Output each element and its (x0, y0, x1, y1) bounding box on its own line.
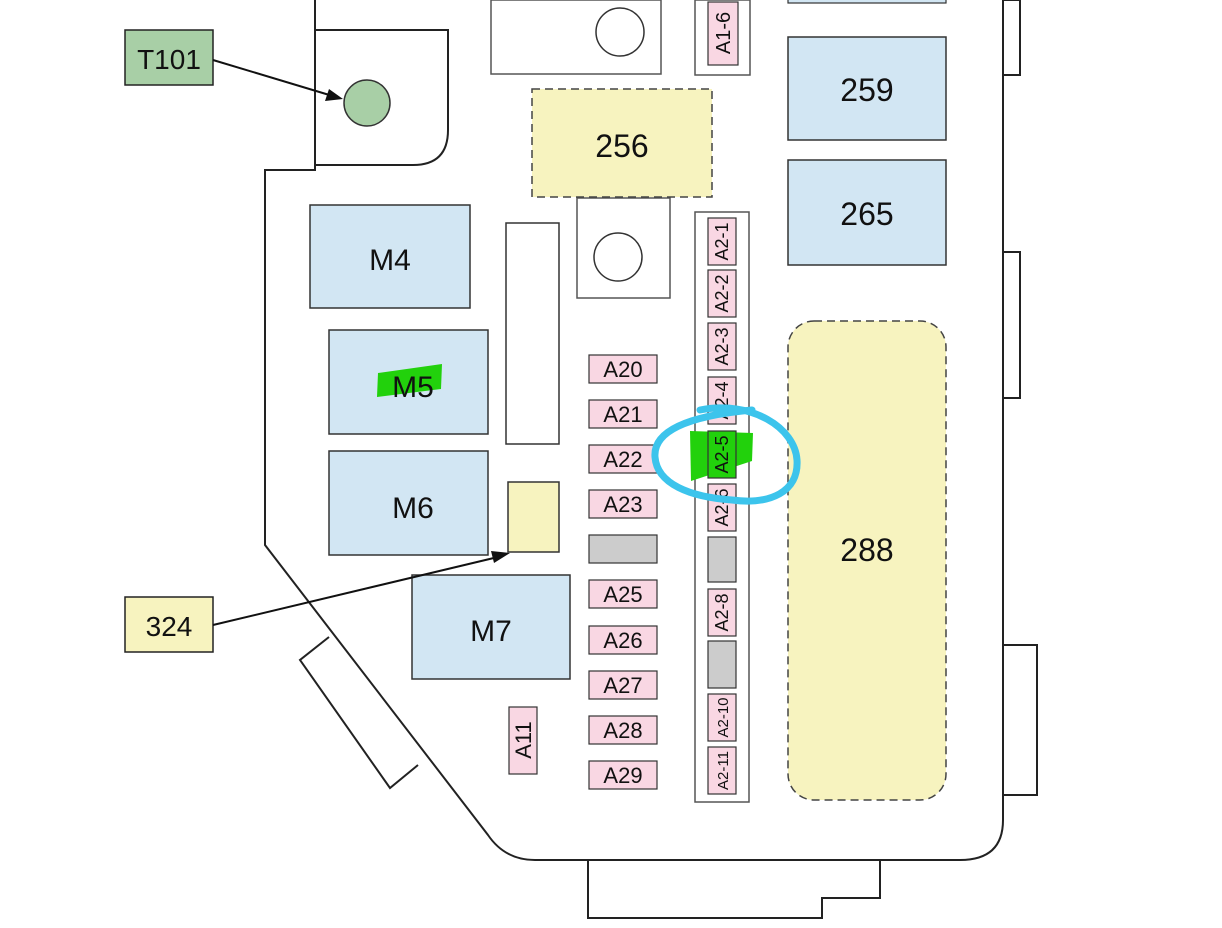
empty-slot-vertical (505, 222, 560, 445)
fuse-a22 (588, 444, 658, 474)
callout-t101-box (124, 29, 214, 86)
fuse-a27-label: A27 (603, 673, 642, 698)
relay-m7 (411, 574, 571, 680)
fuse-a23-label: A23 (603, 492, 642, 517)
fuse-a2-5-label: A2-5 (712, 435, 732, 473)
relay-m5-label: M5 (392, 371, 434, 404)
callout-324-box (124, 596, 214, 653)
callout-324-label: 324 (146, 611, 193, 642)
block-256 (531, 88, 713, 198)
fuse-a29 (588, 760, 658, 790)
fuse-a20 (588, 354, 658, 384)
highlight-m5 (377, 364, 442, 397)
relay-259 (787, 36, 947, 141)
marker-circle-a2-5 (651, 404, 801, 505)
fuse-a26 (588, 625, 658, 655)
fuse-a2-3 (707, 322, 737, 371)
housing-bottom-connector (587, 860, 881, 919)
fuse-a2-11 (707, 746, 737, 795)
fuse-a21-label: A21 (603, 402, 642, 427)
fuse-a29-label: A29 (603, 763, 642, 788)
block-288 (787, 320, 947, 801)
relay-265 (787, 159, 947, 266)
relay-259-label: 259 (840, 72, 893, 108)
relay-m6 (328, 450, 489, 556)
fuse-a2-10-label: A2-10 (715, 697, 732, 737)
fuse-a11-label: A11 (511, 721, 536, 759)
fuse-a2-10 (707, 693, 737, 742)
fuse-a21 (588, 399, 658, 429)
relay-m6-label: M6 (392, 492, 434, 525)
fuse-a28-label: A28 (603, 718, 642, 743)
fuse-a28 (588, 715, 658, 745)
fuse-slot-empty-a24 (588, 534, 658, 564)
relay-m4-label: M4 (369, 244, 411, 277)
socket-256-hole (593, 232, 643, 282)
component-324 (507, 481, 560, 553)
relay-m7-label: M7 (470, 615, 512, 648)
fuse-a2-6 (707, 483, 737, 532)
relay-m4 (309, 204, 471, 309)
fuse-a2-2-label: A2-2 (712, 274, 732, 312)
fuse-a2-5 (707, 430, 737, 479)
fuse-box-housing (264, 0, 1004, 861)
fuse-a2-1 (707, 217, 737, 266)
fuse-a2-2 (707, 269, 737, 318)
fuse-a25 (588, 579, 658, 609)
relay-top-right-partial (787, 0, 947, 4)
housing-left-bracket (298, 636, 419, 790)
block-288-label: 288 (840, 532, 893, 568)
relay-265-label: 265 (840, 196, 893, 232)
fuse-a1-6 (707, 1, 739, 66)
fuse-a2-3-label: A2-3 (712, 327, 732, 365)
callout-324-arrowhead (491, 551, 510, 563)
callout-t101-label: T101 (137, 44, 201, 75)
fuse-a2-6-label: A2-6 (712, 488, 732, 526)
fuse-a23 (588, 489, 658, 519)
housing-right-tab-top (1003, 0, 1021, 76)
fuse-slot-empty-a2-9 (707, 640, 737, 689)
block-256-label: 256 (595, 128, 648, 164)
fuse-a26-label: A26 (603, 628, 642, 653)
fuse-a2-8-label: A2-8 (712, 593, 732, 631)
fuse-a22-label: A22 (603, 447, 642, 472)
callout-324-arrow (212, 556, 499, 626)
housing-right-tab-bottom (1003, 644, 1038, 796)
fuse-slot-empty-a2-7 (707, 536, 737, 583)
fuse-a11 (508, 706, 538, 775)
callout-t101-arrow (212, 59, 337, 98)
fuse-a27 (588, 670, 658, 700)
callout-t101-arrowhead (325, 89, 343, 101)
housing-right-tab-middle (1003, 251, 1021, 399)
fuse-a2-8 (707, 588, 737, 637)
fuse-a2-1-label: A2-1 (712, 222, 732, 260)
fuse-a1-6-label: A1-6 (713, 12, 735, 54)
top-socket-hole (595, 7, 645, 57)
fuse-a25-label: A25 (603, 582, 642, 607)
ground-t101 (343, 79, 391, 127)
fuse-a2-11-label: A2-11 (715, 751, 732, 790)
fuse-a20-label: A20 (603, 357, 642, 382)
